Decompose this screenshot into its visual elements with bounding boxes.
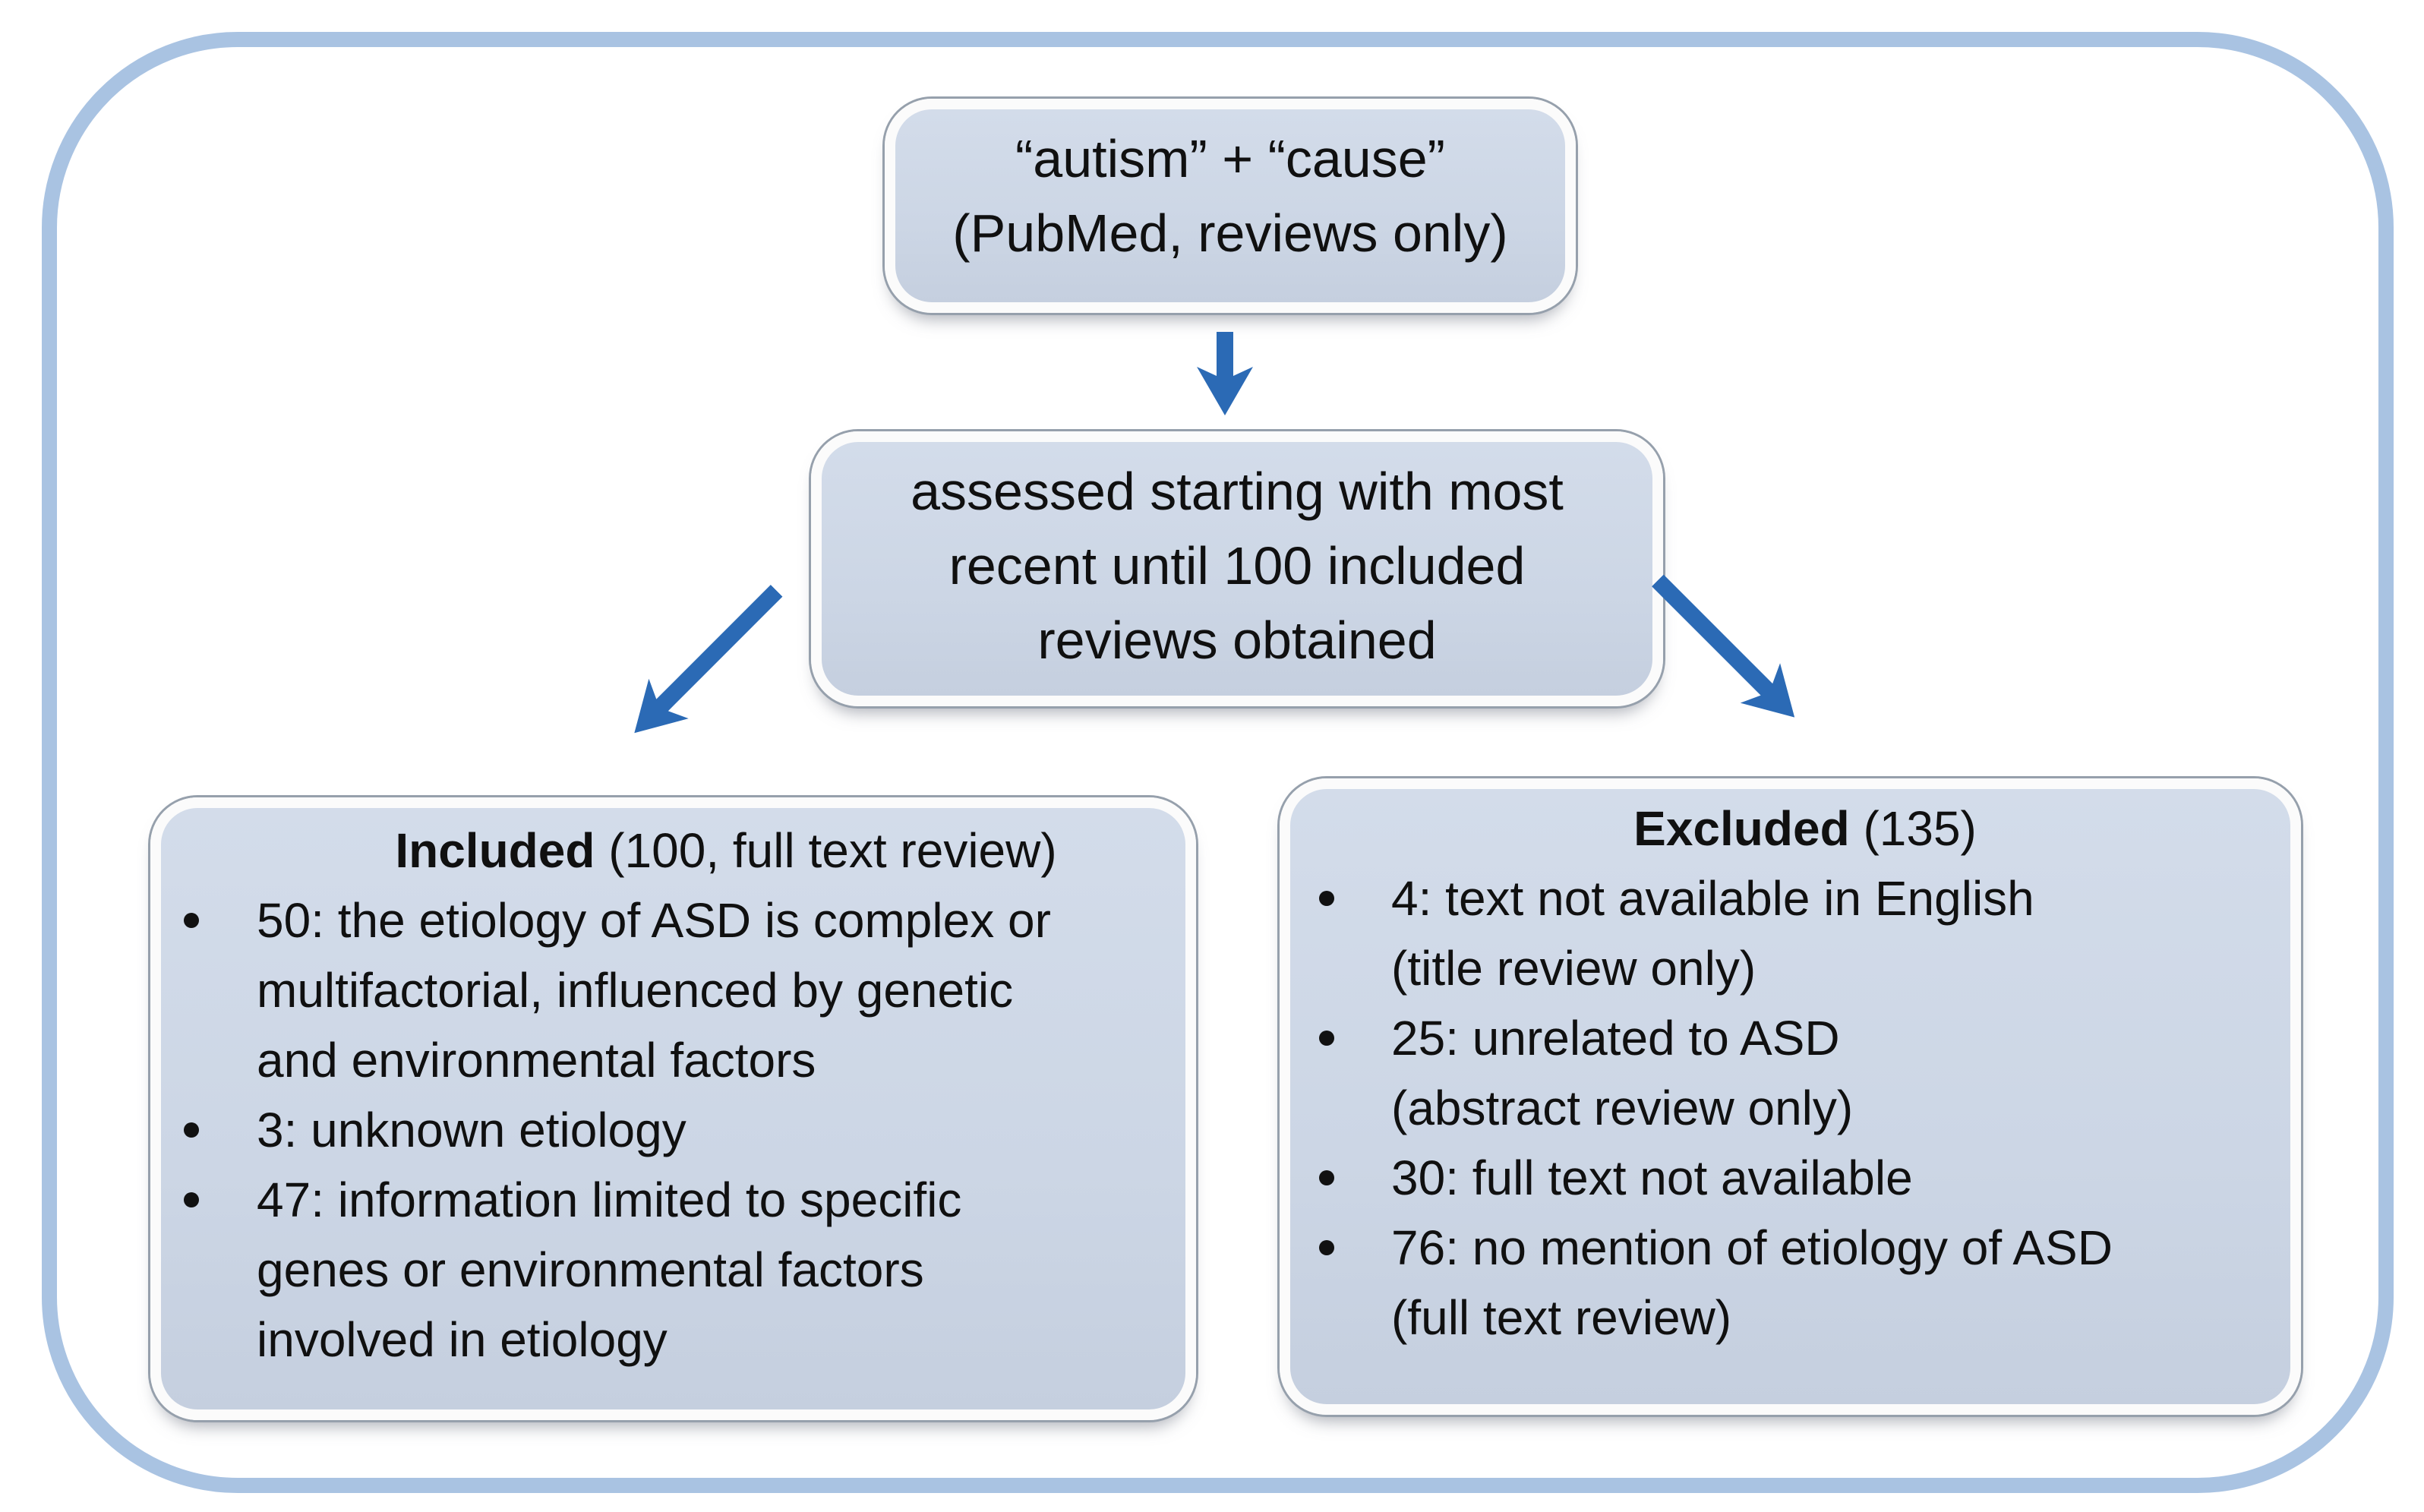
- bullet-dot-icon: [184, 1122, 199, 1138]
- outer-frame-border: [42, 32, 2394, 1493]
- excluded-box-title: Excluded (135): [1320, 794, 2290, 863]
- list-item: 50: the etiology of ASD is complex or mu…: [161, 885, 1185, 1095]
- list-item: 47: information limited to specific gene…: [161, 1165, 1185, 1375]
- bullet-line: 3: unknown etiology: [257, 1103, 686, 1157]
- assessment-box: assessed starting with most recent until…: [811, 431, 1663, 706]
- assessment-line: recent until 100 included: [948, 536, 1526, 595]
- bullet-line: 50: the etiology of ASD is complex or: [257, 893, 1051, 948]
- list-item: 3: unknown etiology: [161, 1095, 1185, 1165]
- search-terms-line: “autism” + “cause”: [1015, 129, 1445, 188]
- bullet-dot-icon: [1319, 1031, 1334, 1046]
- bullet-dot-icon: [1319, 1240, 1334, 1255]
- bullet-line: (full text review): [1391, 1290, 1732, 1345]
- bullet-line: 4: text not available in English: [1391, 871, 2034, 926]
- list-item: 4: text not available in English (title …: [1290, 863, 2290, 1003]
- included-box-title-rest: (100, full text review): [595, 823, 1057, 878]
- included-box-title-bold: Included: [395, 823, 595, 878]
- included-box: Included (100, full text review) 50: the…: [150, 797, 1196, 1420]
- list-item: 76: no mention of etiology of ASD (full …: [1290, 1213, 2290, 1353]
- bullet-line: genes or environmental factors: [257, 1242, 924, 1297]
- arrow-down-icon: [1197, 332, 1253, 415]
- bullet-line: 76: no mention of etiology of ASD: [1391, 1220, 2113, 1275]
- arrow-down-right-icon: [1652, 574, 1795, 718]
- included-box-title: Included (100, full text review): [267, 816, 1185, 885]
- bullet-dot-icon: [1319, 1170, 1334, 1185]
- bullet-line: and environmental factors: [257, 1033, 816, 1087]
- bullet-line: involved in etiology: [257, 1312, 668, 1367]
- search-terms-box: “autism” + “cause” (PubMed, reviews only…: [885, 99, 1576, 313]
- list-item: 30: full text not available: [1290, 1143, 2290, 1213]
- bullet-line: (abstract review only): [1391, 1081, 1854, 1135]
- bullet-line: (title review only): [1391, 941, 1756, 996]
- excluded-box-title-bold: Excluded: [1633, 801, 1850, 856]
- assessment-line: assessed starting with most: [911, 462, 1564, 521]
- bullet-dot-icon: [184, 1192, 199, 1207]
- excluded-box-title-rest: (135): [1849, 801, 1977, 856]
- bullet-line: 25: unrelated to ASD: [1391, 1011, 1840, 1065]
- list-item: 25: unrelated to ASD (abstract review on…: [1290, 1003, 2290, 1143]
- arrow-down-left-icon: [634, 585, 783, 734]
- bullet-line: 47: information limited to specific: [257, 1173, 962, 1227]
- search-source-line: (PubMed, reviews only): [952, 204, 1508, 263]
- bullet-line: 30: full text not available: [1391, 1151, 1913, 1205]
- bullet-dot-icon: [184, 913, 199, 928]
- assessment-line: reviews obtained: [1037, 611, 1437, 670]
- bullet-line: multifactorial, influenced by genetic: [257, 963, 1014, 1018]
- bullet-dot-icon: [1319, 891, 1334, 906]
- excluded-box: Excluded (135) 4: text not available in …: [1280, 778, 2301, 1415]
